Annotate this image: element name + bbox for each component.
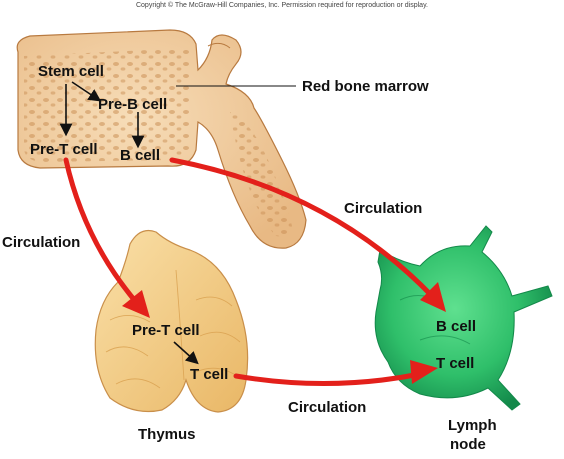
thymus-t-cell-label: T cell	[190, 366, 229, 383]
circulation-arrow-pret-to-thymus	[63, 157, 139, 305]
circulation-arrows	[63, 157, 435, 386]
lymph-b-cell-label: B cell	[436, 318, 477, 335]
stem-cell-label: Stem cell	[38, 63, 104, 80]
circulation-arrow-t-to-lymph	[233, 371, 423, 386]
thymus-pre-t-cell-label: Pre-T cell	[132, 322, 200, 339]
circulation-arrowhead-thymus	[122, 290, 150, 318]
circulation-arrowhead-lymph-t	[410, 360, 438, 384]
thymus-label: Thymus	[138, 426, 196, 443]
circulation-arrowheads	[122, 282, 446, 384]
copyright-notice: Copyright © The McGraw-Hill Companies, I…	[135, 2, 428, 9]
circulation-label-right: Circulation	[344, 200, 423, 217]
pre-b-cell-label: Pre-B cell	[98, 96, 168, 113]
thymus-pret-to-t-arrow	[173, 341, 199, 365]
stem-to-preb-arrow	[71, 81, 102, 102]
bone-pre-t-cell-label: Pre-T cell	[30, 141, 98, 158]
lymph-t-cell-label: T cell	[436, 355, 475, 372]
circulation-arrow-b-to-lymph	[169, 157, 435, 299]
lymph-node-label-line2: node	[450, 436, 486, 453]
circulation-label-bottom: Circulation	[288, 399, 367, 416]
marrow-differentiation-arrows	[59, 81, 199, 365]
bone-b-cell-label: B cell	[120, 147, 161, 164]
lymph-node-label-line1: Lymph	[448, 417, 497, 434]
thymus-illustration	[94, 229, 249, 413]
circulation-arrowhead-lymph-b	[420, 282, 446, 312]
red-bone-marrow-label: Red bone marrow	[302, 78, 429, 95]
circulation-label-left: Circulation	[2, 234, 81, 251]
